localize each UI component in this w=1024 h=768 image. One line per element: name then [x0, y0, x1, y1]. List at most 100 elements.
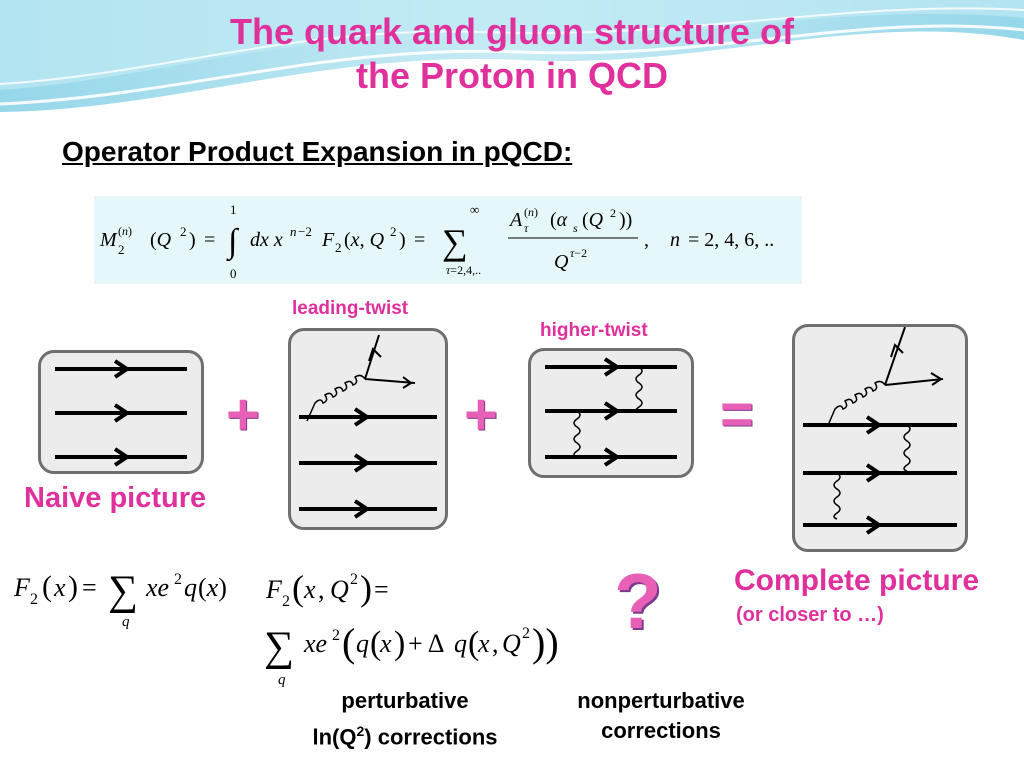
svg-text:F: F	[321, 229, 335, 251]
plus-operator-2: +	[464, 382, 498, 447]
svg-text:∑: ∑	[264, 624, 294, 670]
svg-text:q: q	[184, 573, 197, 602]
svg-text:τ: τ	[524, 221, 529, 235]
svg-text:(Q: (Q	[582, 209, 604, 231]
svg-text:n: n	[290, 224, 297, 239]
svg-text:∑: ∑	[108, 568, 138, 614]
svg-text:τ−2: τ−2	[570, 246, 587, 260]
svg-text:0: 0	[230, 266, 237, 281]
svg-text:x: x	[477, 629, 490, 658]
caption-nonperturbative: nonperturbative corrections	[548, 686, 774, 746]
svg-text:n: n	[670, 229, 680, 251]
svg-text:xe: xe	[145, 573, 169, 602]
title-line-2: the Proton in QCD	[356, 55, 668, 96]
svg-text:s: s	[573, 221, 578, 235]
svg-text:(x, Q: (x, Q	[344, 229, 385, 251]
svg-text:= 2, 4, 6, ..: = 2, 4, 6, ..	[688, 229, 774, 251]
label-higher-twist: higher-twist	[540, 320, 648, 341]
svg-text:+ Δ: + Δ	[408, 629, 444, 658]
svg-text:=: =	[414, 229, 425, 251]
svg-text:x: x	[53, 573, 66, 602]
equals-operator: =	[720, 382, 754, 447]
svg-text:2: 2	[610, 206, 616, 220]
complete-diagram-panel	[792, 324, 968, 552]
label-complete-picture: Complete picture	[734, 564, 980, 597]
higher-twist-diagram-panel	[528, 348, 694, 478]
svg-text:F: F	[13, 573, 31, 602]
svg-text:xe: xe	[303, 629, 327, 658]
naive-quark-lines	[55, 359, 187, 467]
svg-text:(: (	[468, 625, 479, 662]
svg-text:(: (	[42, 570, 52, 603]
leading-twist-diagram-panel	[288, 328, 448, 530]
svg-text:2: 2	[332, 627, 340, 644]
svg-text:)): ))	[619, 209, 632, 231]
svg-text:)): ))	[532, 620, 559, 665]
ope-formula-box: M 2 (n) (Q 2 ) = ∫ 1 0 dx x n −2 F 2 (x,…	[94, 196, 802, 284]
svg-text:q: q	[122, 614, 130, 630]
svg-text:2: 2	[174, 571, 182, 588]
svg-text:(: (	[370, 625, 381, 662]
svg-text:): )	[399, 229, 406, 251]
svg-text:q: q	[356, 629, 369, 658]
complete-picture-lines	[803, 326, 957, 535]
svg-text:∞: ∞	[470, 202, 479, 217]
full-formula: F 2 ( x , Q 2 ) = ∑ q xe 2 ( q ( x ) + Δ…	[264, 568, 559, 688]
svg-text:q: q	[278, 672, 286, 688]
svg-text:x: x	[379, 629, 392, 658]
higher-twist-lines	[545, 357, 677, 467]
title-line-1: The quark and gluon structure of	[229, 11, 795, 52]
caption-nonperturbative-line2: corrections	[601, 718, 721, 743]
svg-text:2: 2	[390, 224, 397, 239]
svg-text:τ=2,4,..: τ=2,4,..	[446, 263, 481, 277]
svg-text:(n): (n)	[118, 224, 132, 238]
plus-operator-1: +	[226, 382, 260, 447]
svg-text:(α: (α	[550, 209, 568, 231]
ope-subheading: Operator Product Expansion in pQCD:	[62, 136, 573, 167]
svg-text:2: 2	[350, 571, 358, 588]
svg-text:): )	[68, 570, 78, 603]
svg-text:2: 2	[30, 591, 38, 608]
svg-text:2: 2	[180, 224, 187, 239]
svg-text:): )	[394, 625, 405, 662]
question-mark: ?	[614, 557, 662, 645]
label-complete-subtitle: (or closer to …)	[736, 604, 884, 626]
caption-perturbative-line1: perturbative	[341, 688, 469, 713]
svg-text:2: 2	[522, 625, 530, 642]
svg-text:=: =	[374, 575, 389, 604]
svg-text:2: 2	[282, 593, 290, 610]
naive-diagram-panel	[38, 350, 204, 474]
svg-text:(Q: (Q	[150, 229, 172, 251]
ope-formula: M 2 (n) (Q 2 ) = ∫ 1 0 dx x n −2 F 2 (x,…	[99, 202, 774, 281]
caption-perturbative: perturbative ln(Q2) corrections	[290, 686, 520, 752]
svg-text:(: (	[292, 568, 304, 608]
svg-text:(: (	[342, 620, 355, 665]
svg-text:,: ,	[644, 229, 649, 251]
caption-corrections-text: ) corrections	[364, 724, 498, 750]
leading-twist-lines	[299, 334, 437, 519]
svg-text:(x): (x)	[198, 573, 227, 602]
label-leading-twist: leading-twist	[292, 298, 409, 319]
caption-nonperturbative-line1: nonperturbative	[577, 688, 745, 713]
svg-text:,: ,	[318, 575, 325, 604]
svg-text:x: x	[303, 575, 316, 604]
naive-formula: F 2 ( x ) = ∑ q xe 2 q (x)	[13, 568, 227, 630]
caption-ln-text: ln(Q	[312, 724, 357, 750]
caption-superscript: 2	[356, 723, 365, 739]
header-wave-decoration	[0, 0, 1024, 112]
svg-text:,: ,	[492, 629, 499, 658]
svg-text:Q: Q	[502, 629, 521, 658]
svg-text:M: M	[99, 229, 118, 251]
svg-text:dx x: dx x	[250, 229, 283, 251]
svg-text:=: =	[204, 229, 215, 251]
svg-text:∫: ∫	[226, 223, 240, 262]
label-naive-picture: Naive picture	[24, 482, 207, 514]
svg-text:∑: ∑	[442, 222, 468, 262]
svg-text:A: A	[508, 209, 523, 231]
svg-text:q: q	[454, 629, 467, 658]
svg-text:): )	[189, 229, 196, 251]
slide-title: The quark and gluon structure of the Pro…	[0, 10, 1024, 98]
svg-text:Q: Q	[330, 575, 349, 604]
svg-text:F: F	[265, 575, 283, 604]
svg-text:=: =	[82, 573, 97, 602]
